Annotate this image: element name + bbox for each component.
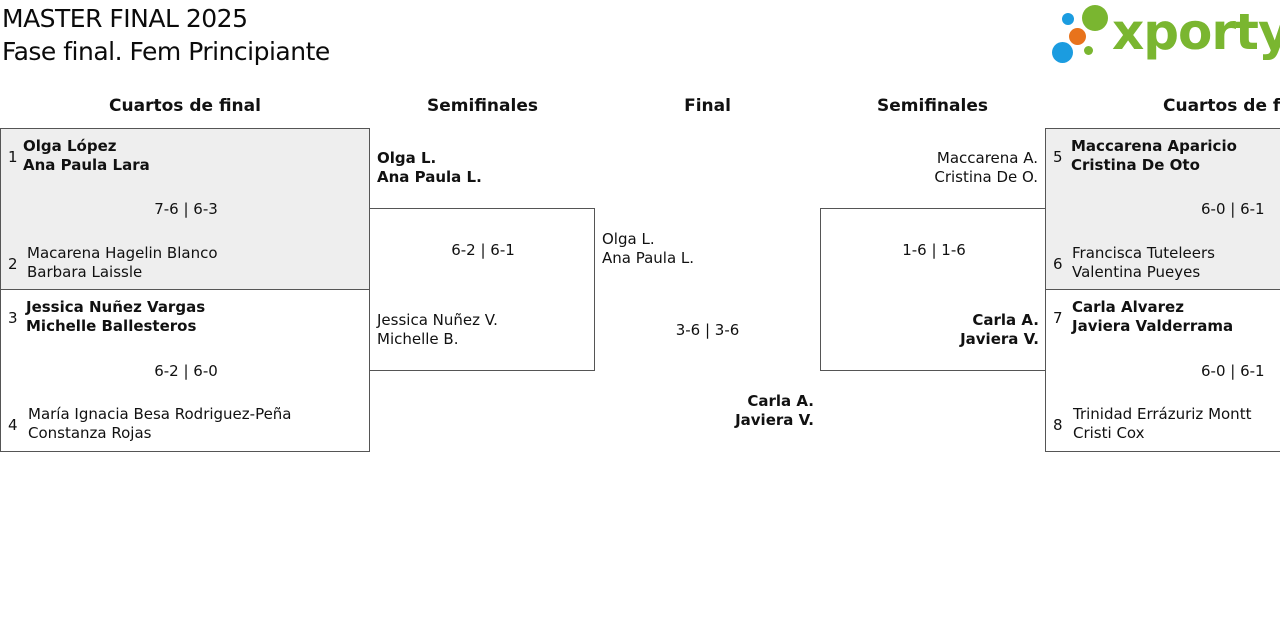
final-score: 3-6 | 3-6 bbox=[675, 321, 740, 339]
logo-dot-blue-large bbox=[1052, 42, 1073, 63]
column-header-sf-left: Semifinales bbox=[427, 96, 538, 116]
final-team-bottom: Carla A. Javiera V. bbox=[600, 392, 814, 430]
player-name: Javiera Valderrama bbox=[1072, 317, 1234, 335]
title-line-1: MASTER FINAL 2025 bbox=[2, 4, 248, 33]
seed-number: 3 bbox=[8, 309, 18, 327]
team-winner: Maccarena Aparicio Cristina De Oto bbox=[1071, 137, 1237, 175]
final-team-top: Olga L. Ana Paula L. bbox=[602, 230, 694, 268]
match-score: 7-6 | 6-3 bbox=[154, 200, 218, 218]
match-score: 6-2 | 6-0 bbox=[154, 362, 218, 380]
logo-dot-green-small bbox=[1084, 46, 1093, 55]
team-winner: Jessica Nuñez Vargas Michelle Ballestero… bbox=[26, 298, 205, 336]
team-loser: María Ignacia Besa Rodriguez-Peña Consta… bbox=[28, 405, 292, 443]
sf-left-match[interactable]: 6-2 | 6-1 Jessica Nuñez V. Michelle B. bbox=[369, 208, 595, 371]
player-name: Michelle B. bbox=[377, 330, 459, 348]
player-name: Francisca Tuteleers bbox=[1072, 244, 1215, 262]
team-loser: Trinidad Errázuriz Montt Cristi Cox bbox=[1073, 405, 1251, 443]
player-name: Maccarena Aparicio bbox=[1071, 137, 1237, 155]
team-loser: Macarena Hagelin Blanco Barbara Laissle bbox=[27, 244, 218, 282]
column-header-sf-right: Semifinales bbox=[877, 96, 988, 116]
qf-right-match-2[interactable]: 7 Carla Alvarez Javiera Valderrama 6-0 |… bbox=[1045, 289, 1280, 452]
match-score: 6-0 | 6-1 bbox=[1201, 362, 1265, 380]
match-score: 6-0 | 6-1 bbox=[1201, 200, 1265, 218]
column-header-qf-left: Cuartos de final bbox=[109, 96, 261, 116]
player-name: Carla A. bbox=[972, 311, 1039, 329]
seed-number: 8 bbox=[1053, 416, 1063, 434]
player-name: Trinidad Errázuriz Montt bbox=[1073, 405, 1252, 423]
title-line-2: Fase final. Fem Principiante bbox=[2, 37, 330, 66]
player-name: Javiera V. bbox=[960, 330, 1039, 348]
page-title: MASTER FINAL 2025 Fase final. Fem Princi… bbox=[2, 2, 330, 68]
team-winner: Olga López Ana Paula Lara bbox=[23, 137, 150, 175]
qf-left-match-1[interactable]: 1 Olga López Ana Paula Lara 7-6 | 6-3 2 … bbox=[0, 128, 370, 290]
seed-number: 6 bbox=[1053, 255, 1063, 273]
sf-right-match[interactable]: 1-6 | 1-6 Carla A. Javiera V. bbox=[820, 208, 1046, 371]
seed-number: 1 bbox=[8, 148, 18, 166]
logo-dot-blue-small bbox=[1062, 13, 1074, 25]
seed-number: 5 bbox=[1053, 148, 1063, 166]
team-winner: Carla Alvarez Javiera Valderrama bbox=[1072, 298, 1233, 336]
player-name: Ana Paula L. bbox=[377, 168, 482, 186]
player-name: Carla Alvarez bbox=[1072, 298, 1184, 316]
qf-right-match-1[interactable]: 5 Maccarena Aparicio Cristina De Oto 6-0… bbox=[1045, 128, 1280, 290]
logo-dot-green bbox=[1082, 5, 1108, 31]
player-name: María Ignacia Besa Rodriguez-Peña bbox=[28, 405, 292, 423]
player-name: Cristina De O. bbox=[934, 168, 1038, 186]
player-name: Olga L. bbox=[602, 230, 655, 248]
xporty-logo: xporty bbox=[1052, 3, 1280, 67]
player-name: Jessica Nuñez Vargas bbox=[26, 298, 206, 316]
logo-wordmark: xporty bbox=[1112, 3, 1280, 61]
player-name: Olga L. bbox=[377, 149, 437, 167]
seed-number: 7 bbox=[1053, 309, 1063, 327]
column-header-qf-right: Cuartos de final bbox=[1163, 96, 1280, 116]
player-name: Ana Paula L. bbox=[602, 249, 695, 267]
match-score: 6-2 | 6-1 bbox=[451, 241, 515, 259]
sf-left-team-bottom: Jessica Nuñez V. Michelle B. bbox=[377, 311, 498, 349]
sf-left-team-top: Olga L. Ana Paula L. bbox=[377, 149, 482, 187]
player-name: Cristi Cox bbox=[1073, 424, 1145, 442]
player-name: Jessica Nuñez V. bbox=[377, 311, 498, 329]
player-name: Cristina De Oto bbox=[1071, 156, 1200, 174]
sf-right-team-bottom: Carla A. Javiera V. bbox=[821, 311, 1039, 349]
player-name: Barbara Laissle bbox=[27, 263, 143, 281]
player-name: Valentina Pueyes bbox=[1072, 263, 1201, 281]
match-score: 1-6 | 1-6 bbox=[902, 241, 966, 259]
logo-dot-orange bbox=[1069, 28, 1086, 45]
seed-number: 4 bbox=[8, 416, 18, 434]
team-loser: Francisca Tuteleers Valentina Pueyes bbox=[1072, 244, 1215, 282]
player-name: Javiera V. bbox=[735, 411, 814, 429]
player-name: Olga López bbox=[23, 137, 117, 155]
player-name: Michelle Ballesteros bbox=[26, 317, 197, 335]
player-name: Maccarena A. bbox=[936, 149, 1038, 167]
player-name: Carla A. bbox=[747, 392, 814, 410]
qf-left-match-2[interactable]: 3 Jessica Nuñez Vargas Michelle Balleste… bbox=[0, 289, 370, 452]
column-header-final: Final bbox=[684, 96, 731, 116]
seed-number: 2 bbox=[8, 255, 18, 273]
player-name: Constanza Rojas bbox=[28, 424, 152, 442]
player-name: Macarena Hagelin Blanco bbox=[27, 244, 218, 262]
sf-right-team-top: Maccarena A. Cristina De O. bbox=[820, 149, 1038, 187]
player-name: Ana Paula Lara bbox=[23, 156, 150, 174]
